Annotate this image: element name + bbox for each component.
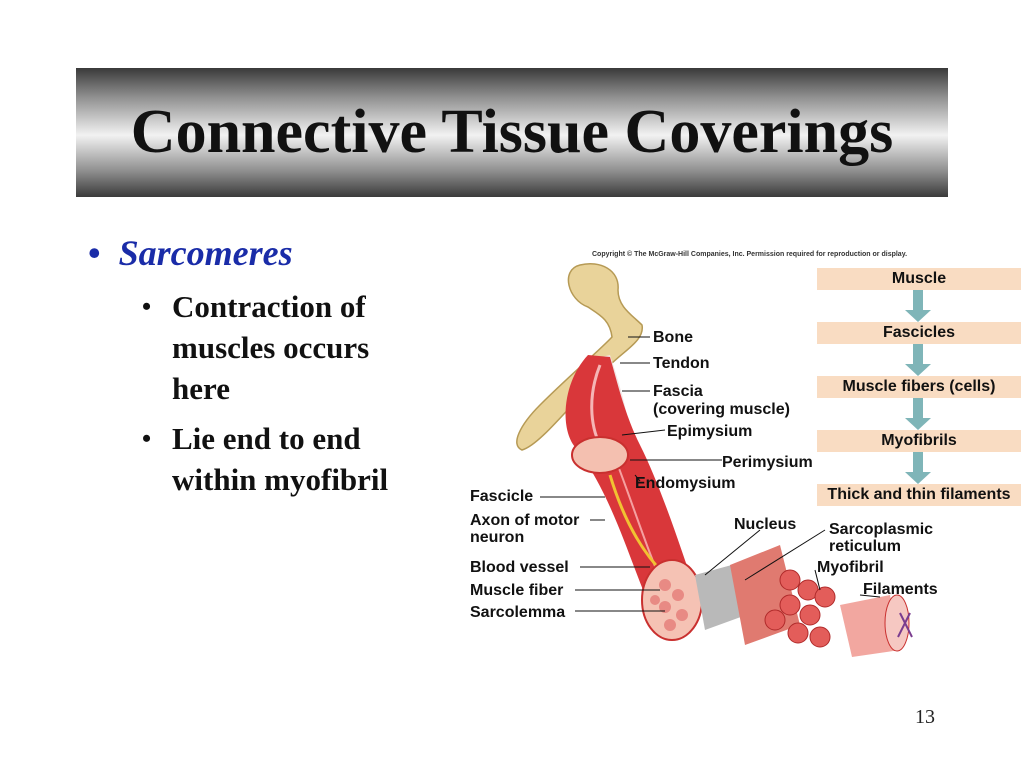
label-sarcoplasmic: Sarcoplasmic [829,521,934,538]
flow-box-muscle: Muscle [817,268,1021,290]
label-blood-vessel: Blood vessel [470,559,569,576]
label-sarcolemma: Sarcolemma [470,604,566,621]
label-filaments: Filaments [863,581,938,598]
flow-arrows [905,290,931,484]
slide-title: Connective Tissue Coverings [130,98,894,166]
main-bullet: • Sarcomeres [88,232,293,274]
label-perimysium: Perimysium [722,454,813,471]
muscle-structure-figure [460,245,1024,665]
myofibril-bundle [764,569,836,648]
sub-bullet-2: • Lie end to end within myofibril [142,418,422,500]
label-sarcoplasmic-2: reticulum [829,538,902,555]
label-epimysium: Epimysium [667,423,753,440]
label-muscle-fiber: Muscle fiber [470,582,564,599]
label-nucleus: Nucleus [734,516,797,533]
label-axon-2: neuron [470,529,525,546]
bone-shape [516,263,643,451]
label-axon: Axon of motor [470,512,580,529]
down-arrow-icon [905,452,931,484]
bullet-dot: • [142,424,152,453]
label-bone: Bone [653,329,693,346]
down-arrow-icon [905,290,931,322]
sub-bullet-text: Lie end to end within myofibril [172,421,389,497]
label-fascia: Fascia [653,383,703,400]
leader-lines [540,336,881,612]
bullet-dot: • [142,292,152,321]
copyright-text: Copyright © The McGraw-Hill Companies, I… [592,251,908,258]
label-myofibril: Myofibril [817,559,884,576]
flow-box-muscle-fibers: Muscle fibers (cells) [817,376,1021,398]
flow-box-filaments: Thick and thin filaments [817,484,1021,506]
filament-cylinder [840,595,900,657]
label-fascicle: Fascicle [470,488,534,505]
sub-bullet-text: Contraction of muscles occurs here [172,289,370,406]
down-arrow-icon [905,344,931,376]
flow-box-myofibrils: Myofibrils [817,430,1021,452]
flow-box-fascicles: Fascicles [817,322,1021,344]
main-bullet-text: Sarcomeres [118,233,293,273]
sub-bullet-1: • Contraction of muscles occurs here [142,286,422,409]
down-arrow-icon [905,398,931,430]
label-fascia-2: (covering muscle) [653,401,790,418]
page-number: 13 [915,706,935,728]
bullet-dot: • [88,233,101,273]
muscle-cross-section [571,436,629,474]
muscle-belly [565,355,695,595]
muscle-illustration [516,263,913,657]
label-endomysium: Endomysium [635,475,736,492]
label-tendon: Tendon [653,355,710,372]
title-banner: Connective Tissue Coverings [76,68,948,197]
